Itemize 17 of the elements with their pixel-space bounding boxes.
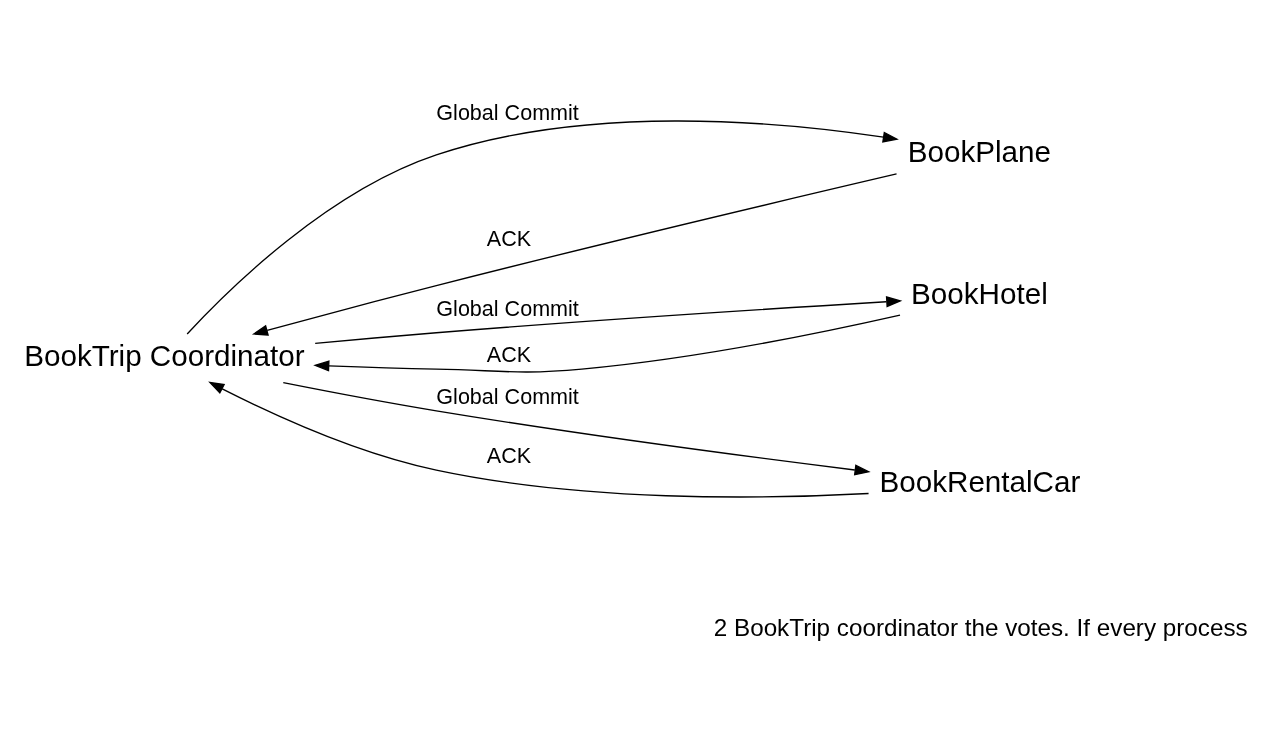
edge-label: ACK — [486, 225, 532, 251]
arrow — [208, 381, 870, 498]
arrow — [314, 295, 903, 344]
arrow — [251, 172, 898, 336]
edge-label: Global Commit — [436, 383, 579, 409]
node-text: BookTrip Coordinator — [24, 338, 305, 372]
node-text: BookHotel — [911, 276, 1048, 310]
node-text: BookRentalCar — [879, 464, 1081, 498]
label: 2 BookTrip coordinator the votes. If every process — [713, 613, 1248, 641]
arrow — [313, 313, 901, 373]
edge-label: ACK — [486, 442, 532, 468]
edge-label: Global Commit — [436, 99, 579, 125]
edge-label: Global Commit — [436, 295, 579, 321]
edge-label: ACK — [486, 341, 532, 367]
arrow — [186, 119, 899, 335]
arrow — [282, 381, 871, 476]
node-text: BookPlane — [907, 134, 1052, 168]
